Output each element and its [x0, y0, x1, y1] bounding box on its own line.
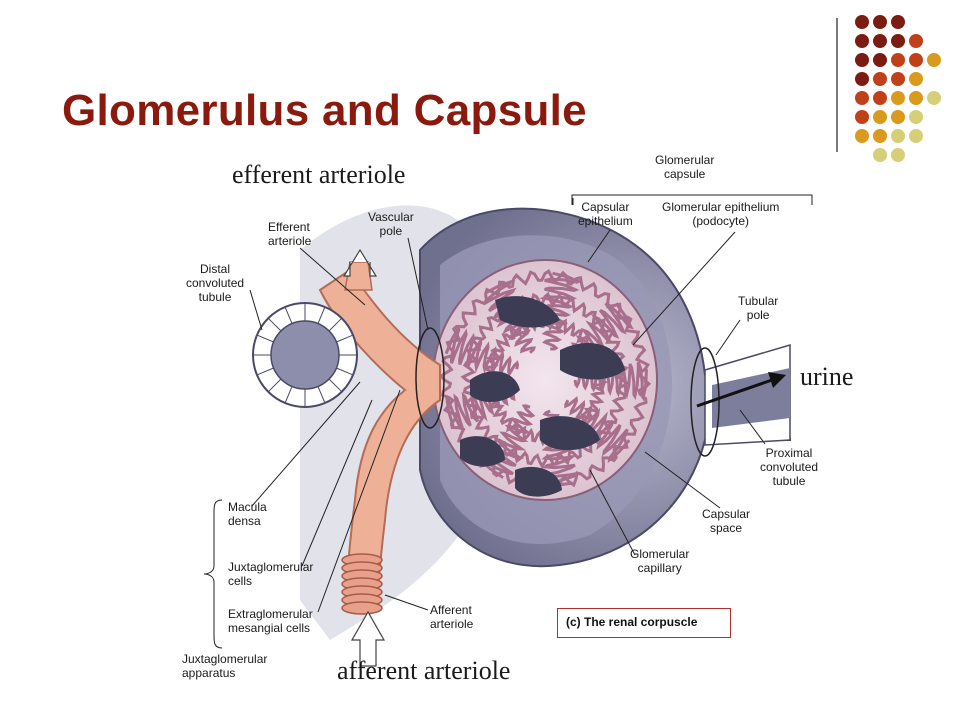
label-juxtaglomerular-apparatus: Juxtaglomerular apparatus: [182, 652, 267, 680]
label-capsular-epithelium: Capsular epithelium: [578, 200, 633, 228]
annotation-efferent-arteriole: efferent arteriole: [232, 160, 405, 190]
distal-tubule: [253, 303, 357, 407]
label-vascular-pole: Vascular pole: [368, 210, 414, 238]
label-juxtaglomerular-cells: Juxtaglomerular cells: [228, 560, 313, 588]
arteriole-coil: [342, 602, 382, 614]
label-glomerular-epithelium: Glomerular epithelium (podocyte): [662, 200, 779, 228]
label-afferent-arteriole: Afferent arteriole: [430, 603, 473, 631]
annotation-urine: urine: [800, 362, 853, 392]
figure-caption: (c) The renal corpuscle: [557, 608, 731, 638]
label-extraglomerular-mesangial: Extraglomerular mesangial cells: [228, 607, 313, 635]
label-distal-tubule: Distal convoluted tubule: [186, 262, 244, 304]
annotation-afferent-arteriole: afferent arteriole: [337, 656, 510, 686]
label-glomerular-capsule: Glomerular capsule: [655, 153, 714, 181]
label-efferent-arteriole: Efferent arteriole: [268, 220, 311, 248]
proximal-tubule: [691, 345, 790, 456]
label-capsular-space: Capsular space: [702, 507, 750, 535]
label-glomerular-capillary: Glomerular capillary: [630, 547, 689, 575]
label-proximal-tubule: Proximal convoluted tubule: [760, 446, 818, 488]
label-tubular-pole: Tubular pole: [738, 294, 778, 322]
label-macula-densa: Macula densa: [228, 500, 267, 528]
glomerulus-tuft: [433, 260, 657, 500]
